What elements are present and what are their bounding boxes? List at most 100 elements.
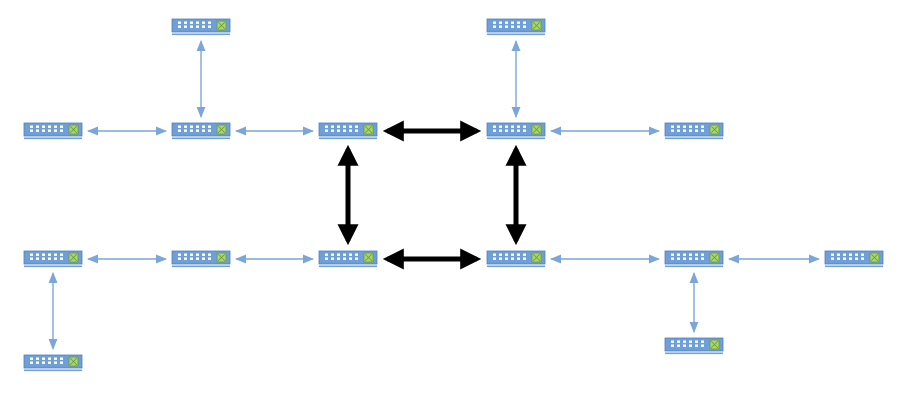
switch-port bbox=[60, 257, 63, 260]
switch-base bbox=[487, 137, 545, 140]
network-switch-icon[interactable] bbox=[486, 122, 546, 140]
switch-port bbox=[505, 125, 508, 128]
switch-port bbox=[701, 253, 704, 256]
switch-port bbox=[337, 253, 340, 256]
switch-port bbox=[837, 253, 840, 256]
switch-port bbox=[689, 344, 692, 347]
switch-port bbox=[505, 129, 508, 132]
switch-port bbox=[54, 253, 57, 256]
switch-port bbox=[695, 344, 698, 347]
switch-port bbox=[517, 129, 520, 132]
network-switch-icon[interactable] bbox=[318, 250, 378, 268]
switch-port bbox=[48, 361, 51, 364]
switch-port bbox=[196, 253, 199, 256]
switch-port bbox=[208, 21, 211, 24]
switch-base bbox=[24, 369, 82, 372]
switch-base bbox=[172, 137, 230, 140]
switch-port bbox=[36, 125, 39, 128]
switch-port bbox=[54, 125, 57, 128]
switch-port bbox=[184, 129, 187, 132]
switch-port bbox=[349, 125, 352, 128]
network-switch-icon[interactable] bbox=[486, 18, 546, 36]
switch-port bbox=[701, 340, 704, 343]
switch-port bbox=[683, 125, 686, 128]
switch-port bbox=[343, 129, 346, 132]
switch-status-mark bbox=[217, 125, 226, 134]
switch-port bbox=[843, 253, 846, 256]
switch-port bbox=[60, 253, 63, 256]
switches-layer bbox=[23, 18, 884, 372]
switch-port bbox=[184, 253, 187, 256]
switch-port bbox=[178, 125, 181, 128]
network-switch-icon[interactable] bbox=[664, 337, 724, 355]
switch-port bbox=[42, 257, 45, 260]
switch-port bbox=[196, 25, 199, 28]
switch-port bbox=[517, 125, 520, 128]
switch-port bbox=[499, 125, 502, 128]
switch-port bbox=[523, 25, 526, 28]
switch-port bbox=[48, 129, 51, 132]
switch-port bbox=[511, 129, 514, 132]
switch-port bbox=[48, 357, 51, 360]
switch-status-mark bbox=[69, 357, 78, 366]
switch-port bbox=[493, 253, 496, 256]
switch-port bbox=[499, 21, 502, 24]
switch-port bbox=[30, 129, 33, 132]
switch-port bbox=[190, 21, 193, 24]
switch-port bbox=[331, 257, 334, 260]
switch-port bbox=[325, 257, 328, 260]
network-switch-icon[interactable] bbox=[171, 122, 231, 140]
switch-port bbox=[677, 257, 680, 260]
network-switch-icon[interactable] bbox=[824, 250, 884, 268]
switch-status-mark bbox=[532, 21, 541, 30]
switch-port bbox=[695, 253, 698, 256]
switch-port bbox=[54, 361, 57, 364]
network-switch-icon[interactable] bbox=[318, 122, 378, 140]
switch-status-mark bbox=[870, 253, 879, 262]
switch-port bbox=[325, 253, 328, 256]
switch-port bbox=[695, 257, 698, 260]
switch-port bbox=[30, 357, 33, 360]
switch-port bbox=[677, 129, 680, 132]
switch-port bbox=[861, 253, 864, 256]
network-switch-icon[interactable] bbox=[23, 354, 83, 372]
switch-port bbox=[511, 25, 514, 28]
switch-port bbox=[493, 257, 496, 260]
switch-port bbox=[343, 253, 346, 256]
switch-port bbox=[523, 21, 526, 24]
switch-port bbox=[523, 257, 526, 260]
switch-port bbox=[517, 21, 520, 24]
network-switch-icon[interactable] bbox=[664, 250, 724, 268]
switch-port bbox=[208, 257, 211, 260]
switch-port bbox=[349, 253, 352, 256]
switch-port bbox=[60, 357, 63, 360]
switch-port bbox=[861, 257, 864, 260]
switch-port bbox=[48, 253, 51, 256]
switch-port bbox=[190, 129, 193, 132]
switch-base bbox=[24, 137, 82, 140]
switch-port bbox=[671, 257, 674, 260]
switch-port bbox=[677, 125, 680, 128]
switch-port bbox=[855, 253, 858, 256]
switch-status-mark bbox=[532, 253, 541, 262]
switch-base bbox=[487, 33, 545, 36]
network-switch-icon[interactable] bbox=[23, 122, 83, 140]
switch-port bbox=[60, 361, 63, 364]
switch-port bbox=[337, 125, 340, 128]
network-switch-icon[interactable] bbox=[171, 250, 231, 268]
switch-port bbox=[42, 253, 45, 256]
switch-port bbox=[511, 257, 514, 260]
switch-port bbox=[36, 129, 39, 132]
switch-port bbox=[505, 257, 508, 260]
switch-port bbox=[837, 257, 840, 260]
switch-status-mark bbox=[710, 253, 719, 262]
links-layer bbox=[48, 39, 821, 351]
network-switch-icon[interactable] bbox=[664, 122, 724, 140]
switch-port bbox=[331, 253, 334, 256]
switch-port bbox=[677, 340, 680, 343]
switch-port bbox=[671, 125, 674, 128]
network-switch-icon[interactable] bbox=[171, 18, 231, 36]
network-switch-icon[interactable] bbox=[23, 250, 83, 268]
switch-base bbox=[665, 137, 723, 140]
network-switch-icon[interactable] bbox=[486, 250, 546, 268]
